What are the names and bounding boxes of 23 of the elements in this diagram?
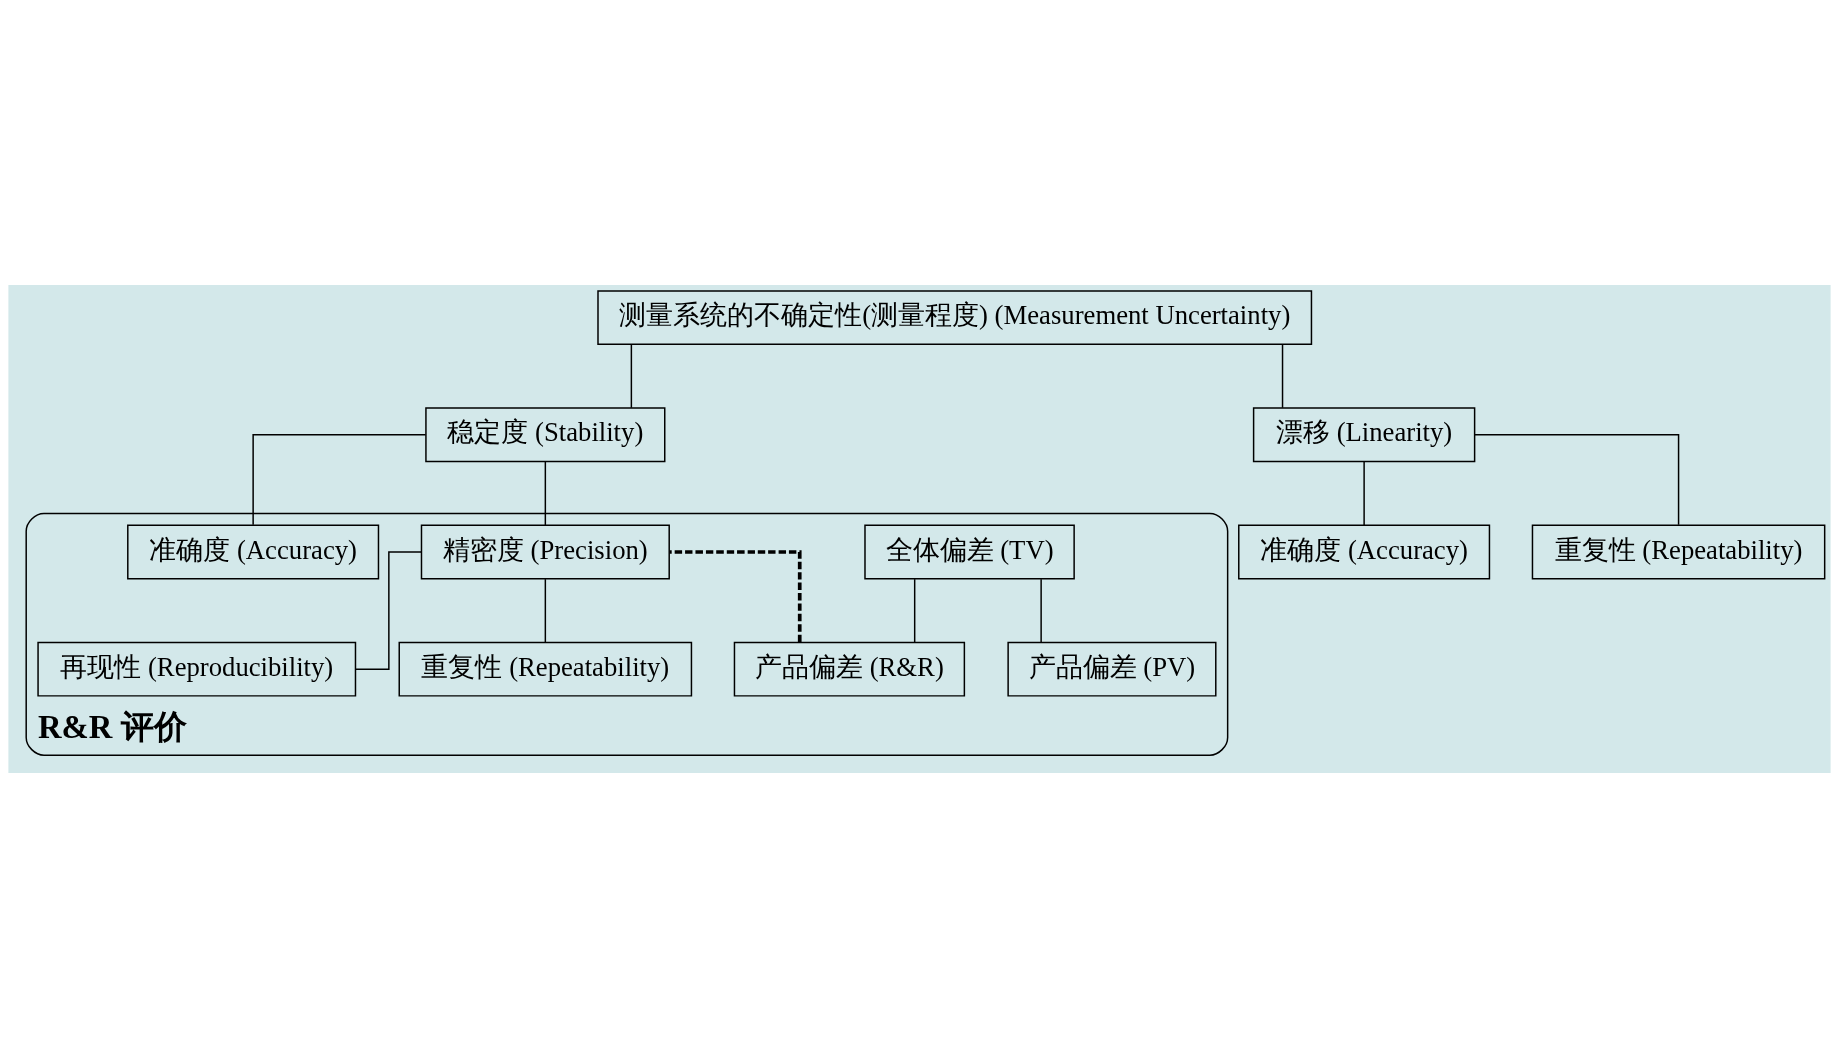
connector (1040, 578, 1042, 643)
node-box: 准确度 (Accuracy) (1238, 524, 1491, 580)
node-box: 产品偏差 (R&R) (733, 641, 966, 697)
node-box: 全体偏差 (TV) (864, 524, 1075, 580)
node-box: 产品偏差 (PV) (1007, 641, 1217, 697)
node-box: 准确度 (Accuracy) (127, 524, 380, 580)
connector (913, 578, 916, 643)
connector (544, 578, 547, 643)
connector (630, 344, 633, 409)
node-box: 测量系统的不确定性(测量程度) (Measurement Uncertainty) (597, 290, 1313, 346)
connector (669, 550, 802, 642)
connector (1281, 344, 1284, 409)
node-box: 重复性 (Repeatability) (1531, 524, 1826, 580)
connector (1363, 461, 1365, 526)
node-box: 重复性 (Repeatability) (398, 641, 693, 697)
connector (544, 461, 547, 526)
node-box: 精密度 (Precision) (420, 524, 670, 580)
connector (1474, 434, 1680, 526)
node-box: 漂移 (Linearity) (1252, 407, 1476, 463)
node-box: 稳定度 (Stability) (425, 407, 666, 463)
connector (355, 551, 422, 670)
connector (252, 434, 427, 526)
node-box: 再现性 (Reproducibility) (37, 641, 357, 697)
